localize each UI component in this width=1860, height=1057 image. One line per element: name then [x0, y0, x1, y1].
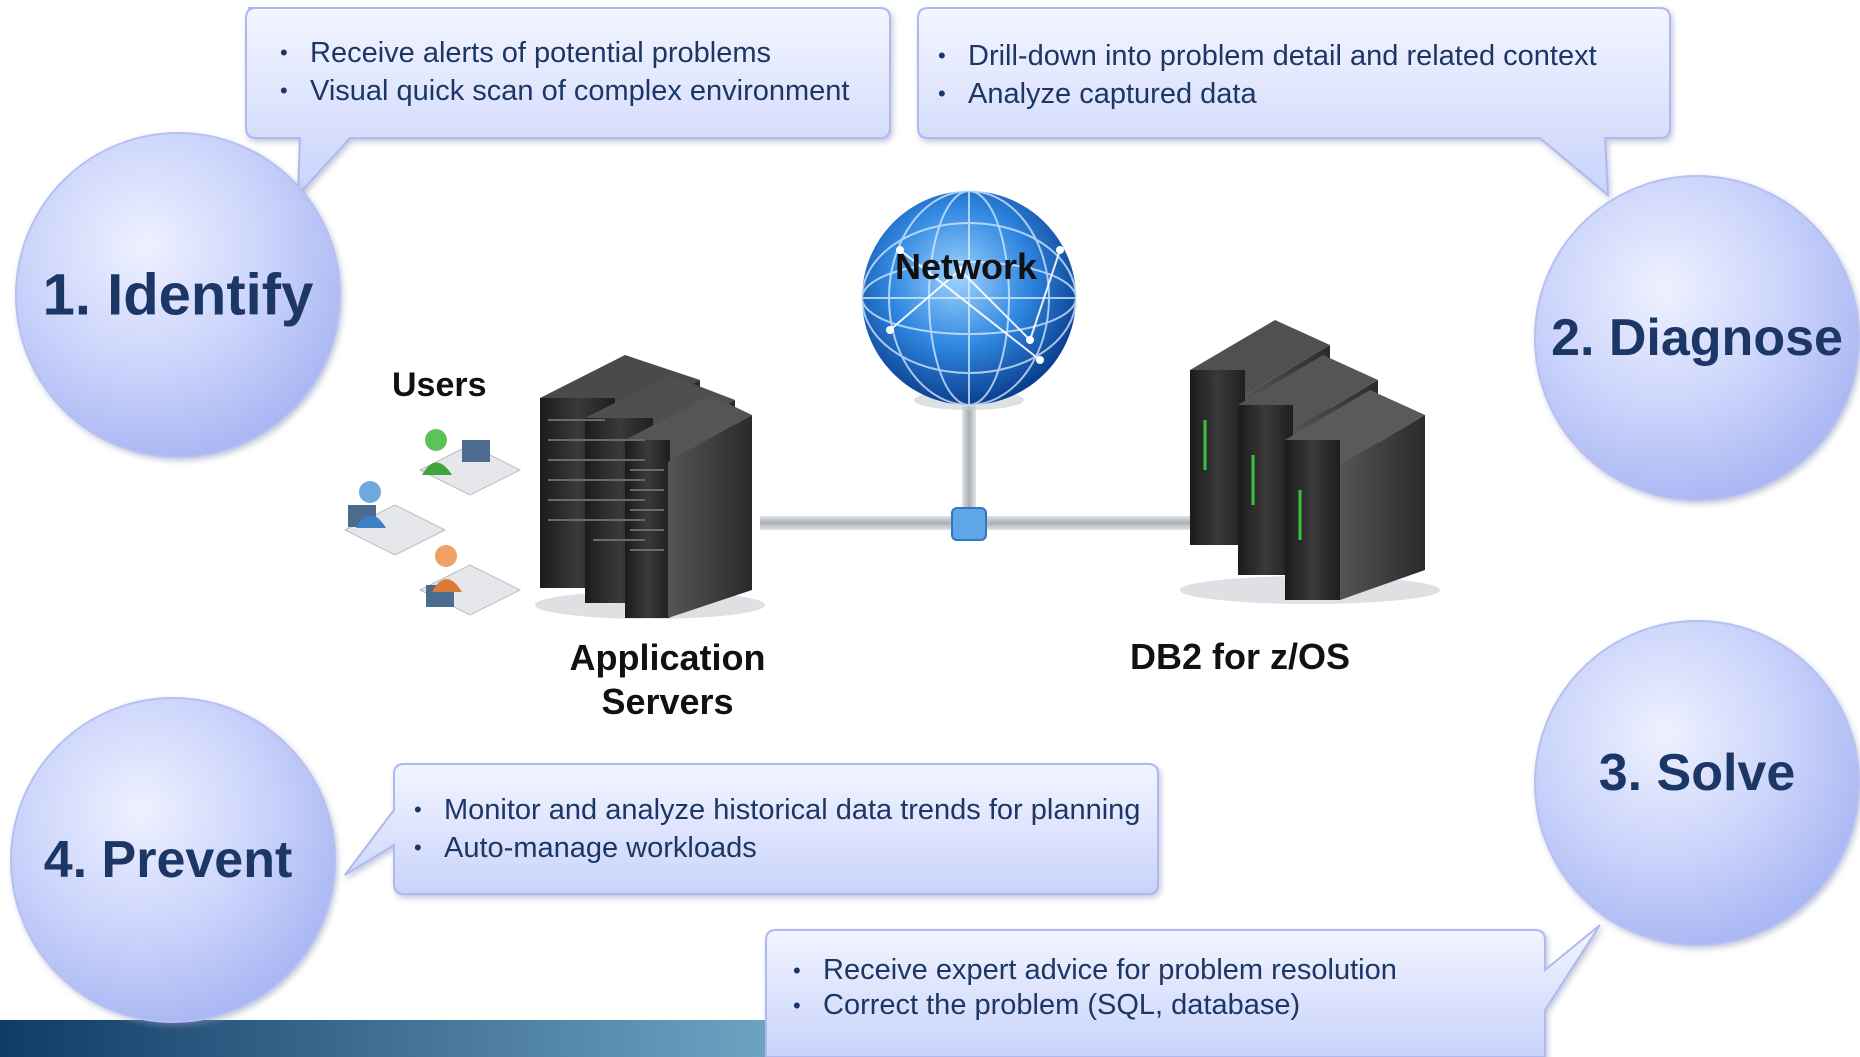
diagnose-circle	[1534, 175, 1860, 501]
prevent-bullet-2: Auto-manage workloads	[414, 829, 1140, 867]
identify-bullet-2: Visual quick scan of complex environment	[280, 72, 849, 110]
app-servers-label-line1: Application	[569, 637, 766, 678]
app-servers-label-line2: Servers	[601, 681, 734, 722]
mainframe-rack-icon	[1180, 320, 1440, 604]
stage-diagnose-label: 2. Diagnose	[1551, 309, 1843, 367]
diagnose-bullet-1: Drill-down into problem detail and relat…	[938, 37, 1597, 75]
user-green	[418, 429, 522, 496]
server-rack-icon	[535, 355, 765, 619]
app-servers-label: Application Servers	[560, 636, 775, 724]
network-junction	[951, 507, 987, 541]
solve-bullet-2: Correct the problem (SQL, database)	[793, 988, 1397, 1023]
user-orange	[418, 545, 522, 616]
stage-identify-label: 1. Identify	[42, 262, 314, 328]
network-label: Network	[895, 246, 1038, 287]
users-label: Users	[392, 366, 487, 404]
user-blue	[343, 481, 447, 556]
identify-bullet-1: Receive alerts of potential problems	[280, 34, 849, 72]
prevent-circle	[10, 697, 336, 1023]
solve-bullet-1: Receive expert advice for problem resolu…	[793, 953, 1397, 988]
footer-bar	[0, 1020, 770, 1057]
stage-solve-label: 3. Solve	[1598, 744, 1796, 802]
diagnose-bullets: Drill-down into problem detail and relat…	[938, 37, 1597, 113]
user-workstation-icon	[343, 429, 522, 616]
prevent-bullets: Monitor and analyze historical data tren…	[414, 791, 1140, 867]
prevent-bullet-1: Monitor and analyze historical data tren…	[414, 791, 1140, 829]
identify-bullets: Receive alerts of potential problems Vis…	[280, 34, 849, 110]
solve-bullets: Receive expert advice for problem resolu…	[793, 953, 1397, 1023]
stage-prevent-label: 4. Prevent	[43, 831, 293, 889]
diagnose-bullet-2: Analyze captured data	[938, 75, 1597, 113]
db2-label: DB2 for z/OS	[1130, 636, 1351, 677]
globe-icon	[861, 190, 1077, 410]
identify-circle	[15, 132, 341, 458]
solve-circle	[1534, 620, 1860, 946]
